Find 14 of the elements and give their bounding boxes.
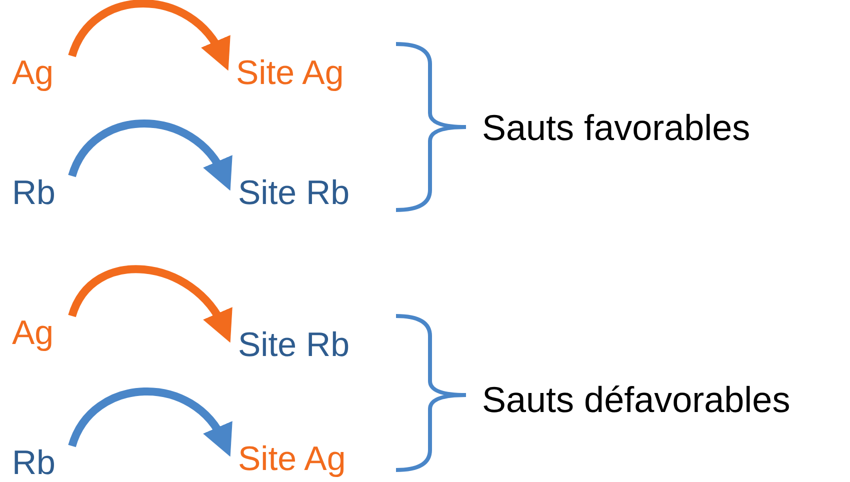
element-label: Rb: [12, 172, 56, 214]
element-label: Ag: [12, 52, 54, 94]
element-label: Site Rb: [238, 172, 350, 214]
curved-arrow: [68, 265, 232, 342]
group-label: Sauts défavorables: [482, 378, 790, 422]
element-label: Site Ag: [236, 52, 344, 94]
curved-arrow: [68, 120, 232, 190]
group-label: Sauts favorables: [482, 106, 750, 150]
element-label: Ag: [12, 312, 54, 354]
element-label: Rb: [12, 442, 56, 482]
curved-arrow: [68, 388, 232, 456]
element-label: Site Ag: [238, 438, 346, 480]
element-label: Site Rb: [238, 324, 350, 366]
curved-arrow: [68, 0, 230, 70]
